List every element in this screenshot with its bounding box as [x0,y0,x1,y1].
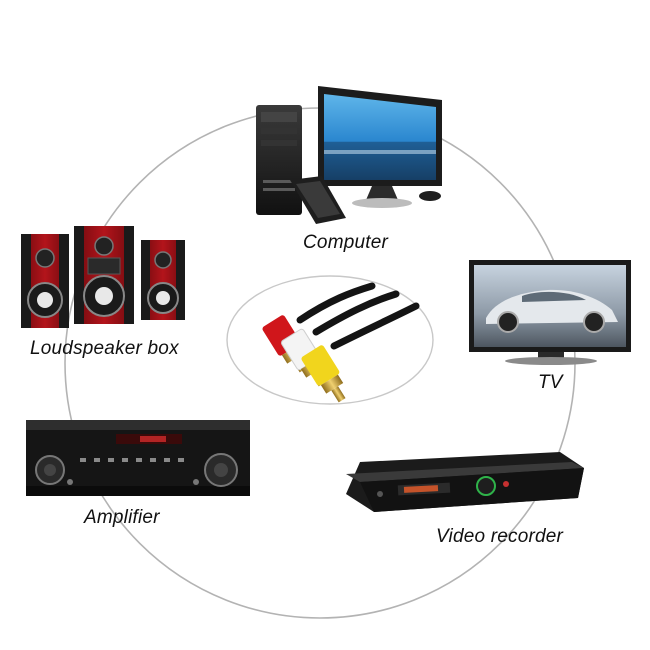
computer-icon [256,86,442,224]
amplifier-label: Amplifier [84,507,160,528]
computer-label: Computer [303,232,389,253]
tv-label: TV [538,372,563,393]
video-recorder-label: Video recorder [436,526,564,547]
loudspeaker-label: Loudspeaker box [30,338,179,359]
video-recorder-icon [346,452,584,512]
rca-cable-icon [226,275,434,405]
loudspeaker-icon [21,226,185,328]
amplifier-icon [26,420,250,496]
tv-icon [469,260,631,365]
